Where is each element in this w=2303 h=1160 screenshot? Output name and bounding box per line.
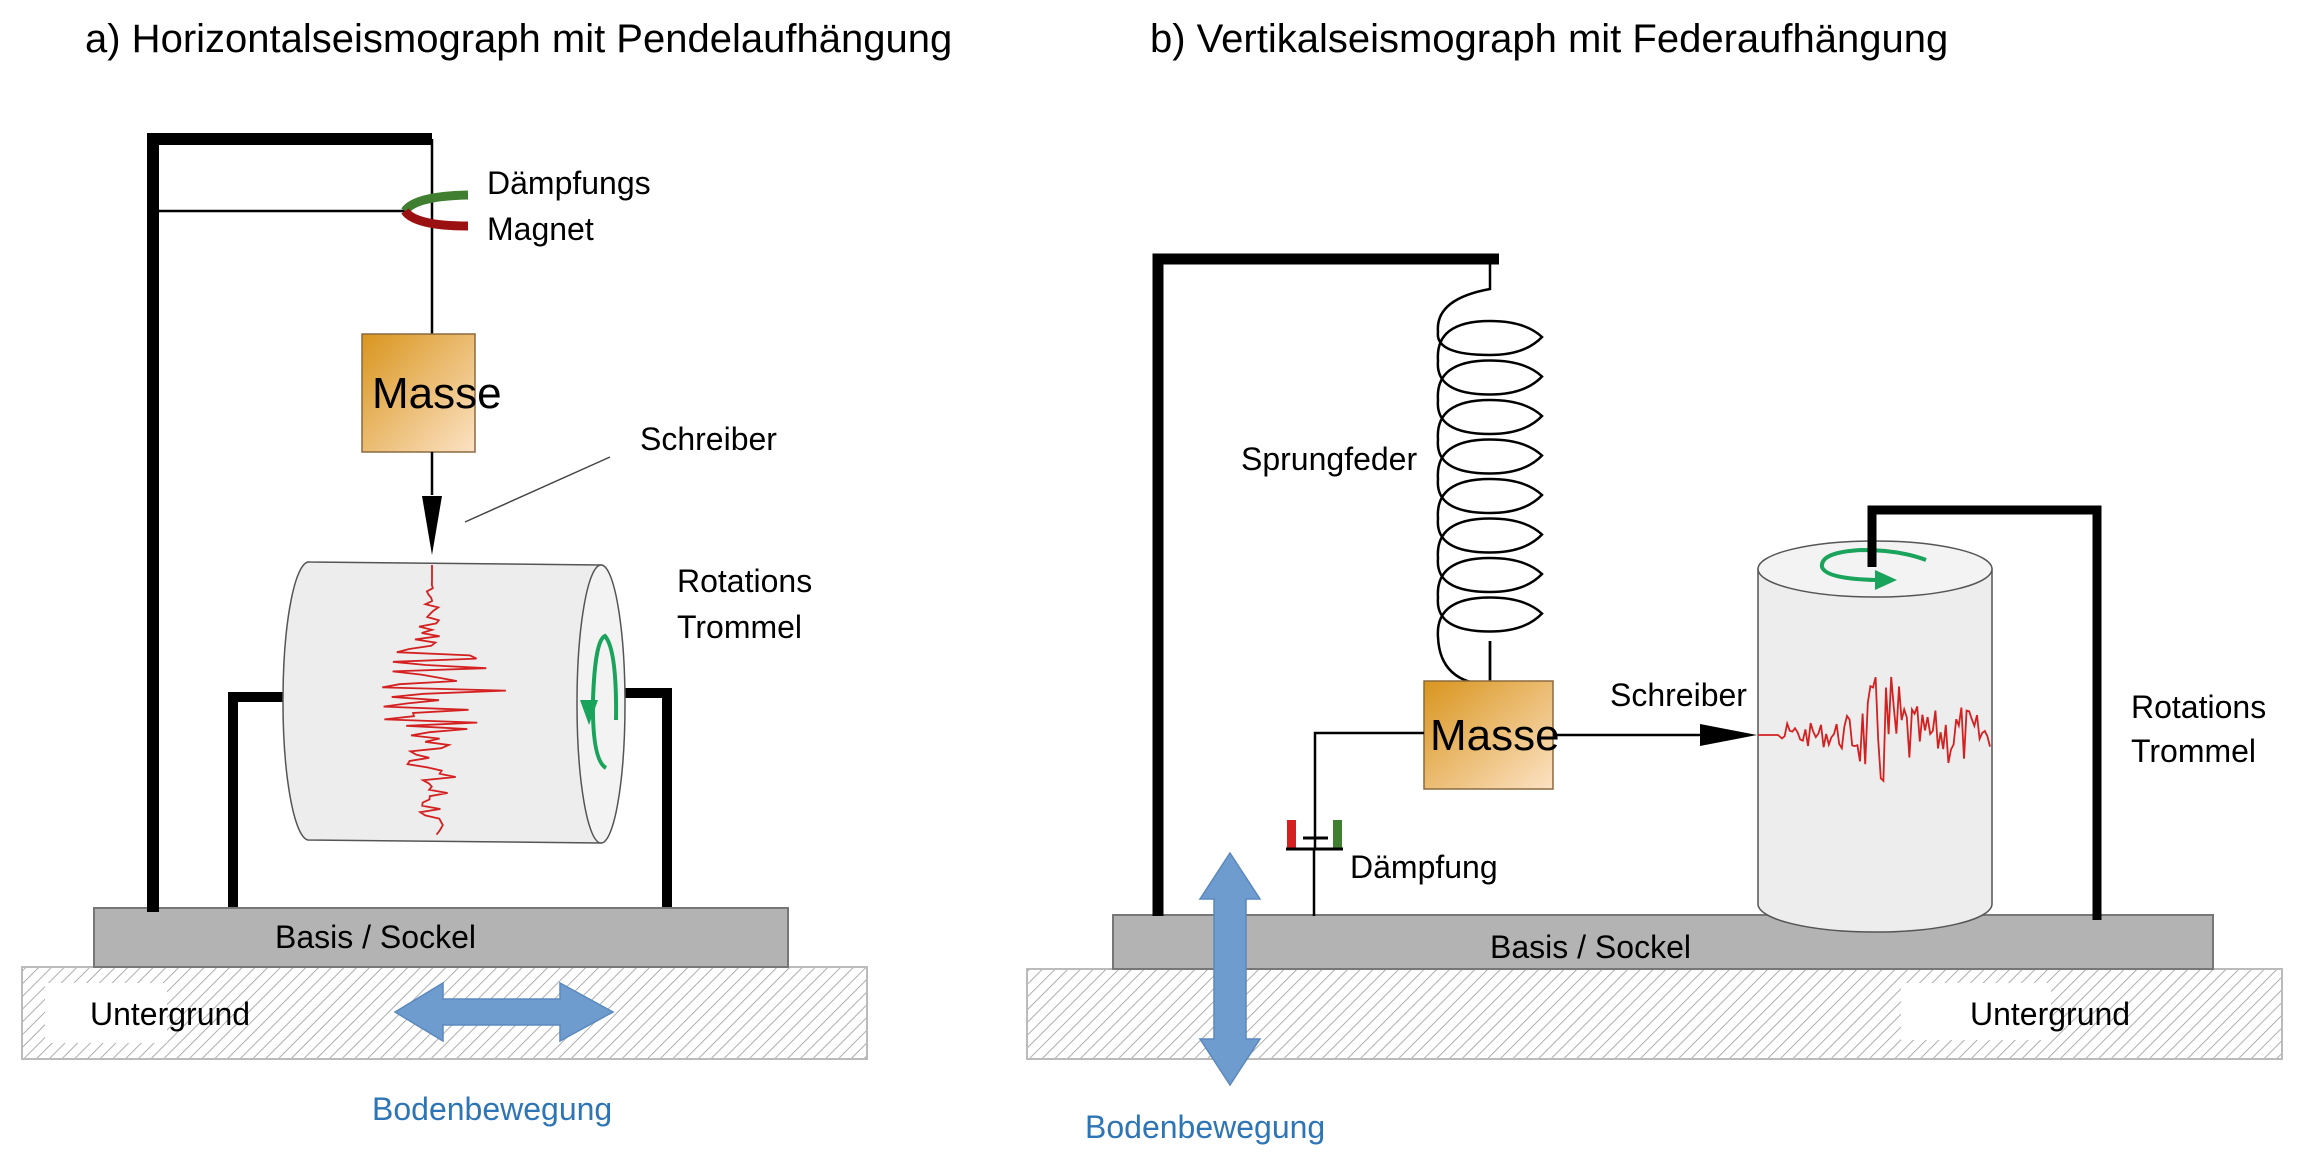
rotating-drum (1757, 510, 1993, 933)
ground-label: Untergrund (1970, 996, 2130, 1032)
frame (1152, 253, 1499, 916)
pendulum-mass (361, 333, 476, 453)
spring-mass (1423, 680, 1554, 790)
damper-label: Dämpfung (1350, 849, 1498, 885)
ground-label-box (45, 983, 167, 1043)
pen-label: Schreiber (640, 421, 777, 457)
mass-label: Masse (372, 369, 502, 418)
spring-icon (1436, 259, 1544, 687)
pen-arrow-icon (422, 496, 442, 555)
base-label: Basis / Sockel (275, 919, 476, 955)
panel-a: a) Horizontalseismograph mit Pendelaufhä… (21, 17, 952, 1127)
spring-label: Sprungfeder (1241, 441, 1417, 477)
damping-magnet-north-icon (401, 190, 469, 214)
pen-label: Schreiber (1610, 677, 1747, 713)
ground-label: Untergrund (90, 996, 250, 1032)
mass-label: Masse (1430, 711, 1560, 760)
rotating-drum (282, 561, 626, 844)
panel-b-title: b) Vertikalseismograph mit Federaufhängu… (1150, 17, 1948, 61)
frame (147, 133, 432, 912)
ground-motion-label: Bodenbewegung (1085, 1109, 1325, 1145)
drum-support-left (228, 692, 288, 907)
horizontal-ground-motion-arrow-icon (393, 981, 615, 1043)
base-plate (1112, 914, 2214, 970)
rotation-arrowhead-icon (1875, 570, 1897, 590)
drum-label-line1: Rotations (2131, 689, 2266, 725)
damper-linkage (1313, 731, 1424, 848)
drum-label-line2: Trommel (677, 609, 802, 645)
rotation-arrow-icon (590, 633, 619, 770)
vertical-ground-motion-arrow-icon (1198, 851, 1262, 1087)
panel-b: b) Vertikalseismograph mit Federaufhängu… (1026, 17, 2283, 1145)
seismogram-trace-vertical (382, 565, 506, 836)
drum-label-line2: Trommel (2131, 733, 2256, 769)
damper-wall-right-icon (1333, 820, 1342, 850)
pen-leader-line (464, 456, 611, 523)
panel-a-title: a) Horizontalseismograph mit Pendelaufhä… (85, 17, 952, 61)
damping-magnet-south-icon (401, 208, 469, 231)
damper-wall-left-icon (1287, 820, 1296, 850)
pen-arrow-icon (1700, 724, 1757, 746)
magnet-label-line1: Dämpfungs (487, 165, 651, 201)
base-label: Basis / Sockel (1490, 929, 1691, 965)
drum-label-line1: Rotations (677, 563, 812, 599)
magnet-label-line2: Magnet (487, 211, 594, 247)
rotation-arrow-icon (1819, 547, 1927, 582)
ground-motion-label: Bodenbewegung (372, 1091, 612, 1127)
rotation-arrowhead-icon (580, 700, 598, 725)
base-plate (93, 907, 789, 968)
seismogram-trace-horizontal (1758, 676, 1991, 783)
ground-label-box (1901, 983, 2051, 1040)
